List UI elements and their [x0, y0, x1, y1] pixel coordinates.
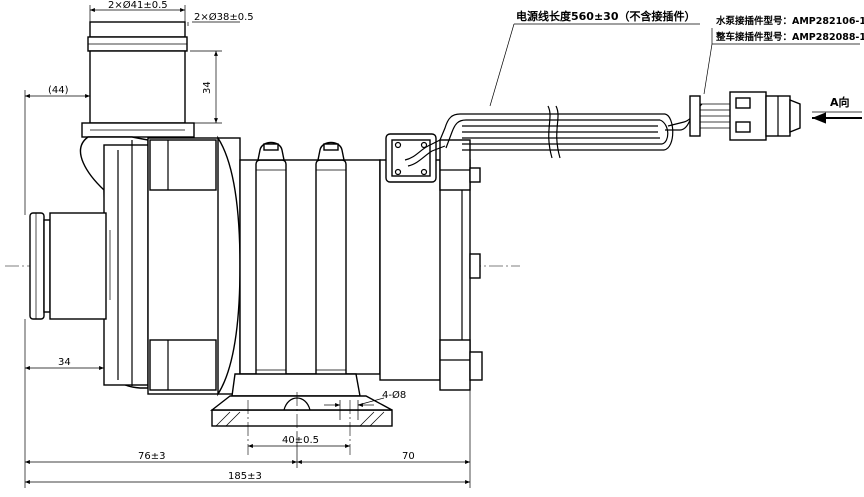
mounting-bracket — [209, 373, 393, 455]
pump-connector-note: 水泵接插件型号：AMP282106-1 — [716, 15, 864, 27]
outlet-pipe — [81, 21, 195, 138]
motor-body — [239, 141, 381, 381]
cable-length-note: 电源线长度560±30（不含接插件） — [516, 9, 696, 23]
dimension-lines — [24, 5, 862, 488]
dim-overall-length: 185±3 — [228, 471, 262, 482]
rear-cover — [379, 139, 483, 391]
vehicle-connector-note: 整车接插件型号：AMP282088-1 — [715, 31, 864, 43]
connector — [689, 91, 801, 141]
dim-mount-to-right: 70 — [402, 451, 415, 462]
dim-mount-holes: 4-Ø8 — [382, 389, 406, 401]
dim-mount-spacing: 40±0.5 — [282, 435, 319, 446]
dim-top-outer-diameter: 2×Ø41±0.5 — [108, 0, 168, 11]
dim-inlet-offset: (44) — [48, 85, 69, 96]
cable-gland — [385, 133, 446, 183]
dim-inlet-length: 34 — [58, 357, 71, 368]
view-direction-label: A向 — [830, 95, 850, 109]
cable-bundle — [439, 99, 703, 159]
inlet-pipe — [29, 212, 107, 320]
flange-block — [147, 135, 241, 397]
dim-outlet-height: 34 — [202, 81, 213, 94]
dim-top-inner-diameter: 2×Ø38±0.5 — [194, 11, 254, 23]
dim-left-to-mount: 76±3 — [138, 451, 165, 462]
